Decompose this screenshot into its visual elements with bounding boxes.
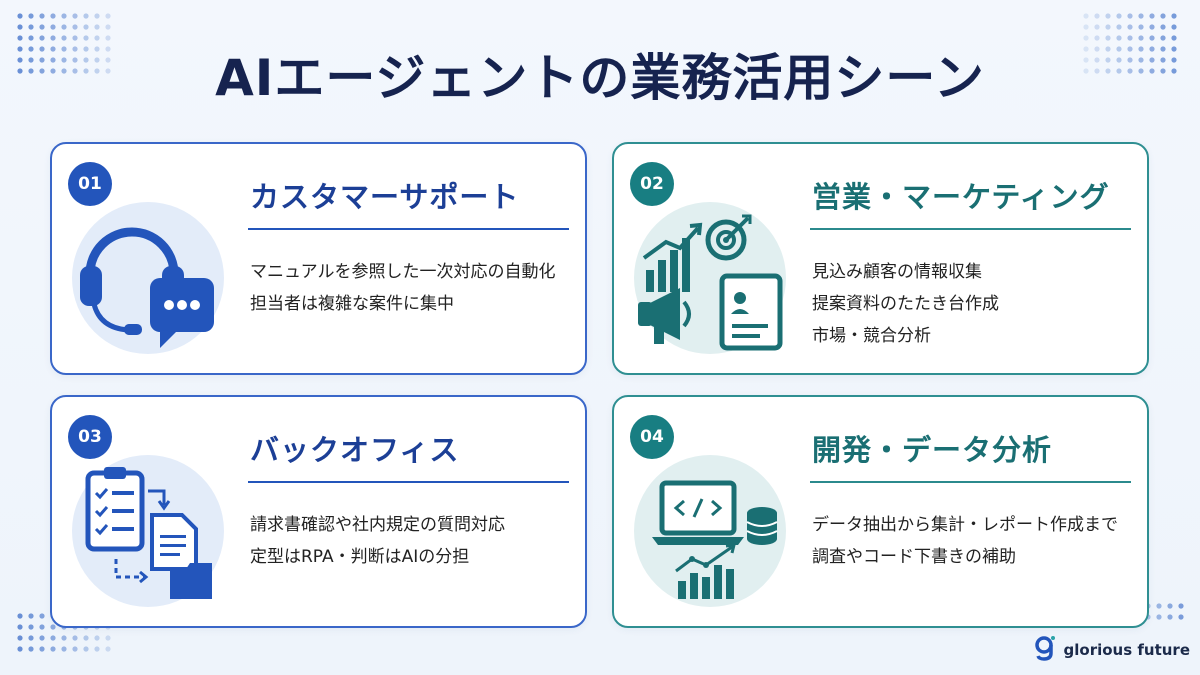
- divider: [810, 481, 1131, 483]
- card-line: 担当者は複雑な案件に集中: [250, 294, 454, 314]
- card-title: バックオフィス: [250, 433, 460, 467]
- card-line: 調査やコード下書きの補助: [812, 547, 1016, 567]
- dot-pattern-top-left: [14, 10, 124, 90]
- card-title: カスタマーサポート: [250, 180, 520, 214]
- card-dev-data-analysis: 04 開発・データ分析 データ: [612, 395, 1149, 628]
- card-sales-marketing: 02 営業・マーケティ: [612, 142, 1149, 375]
- card-number-badge: 04: [630, 415, 674, 459]
- brand-mark-icon: [1034, 635, 1056, 665]
- code-data-icon: [626, 445, 796, 619]
- card-number-badge: 01: [68, 162, 112, 206]
- marketing-icon: [626, 192, 796, 366]
- headset-chat-icon: [64, 192, 234, 366]
- card-line: データ抽出から集計・レポート作成まで: [812, 515, 1118, 535]
- brand-logo: glorious future: [1034, 635, 1190, 665]
- checklist-docs-icon: [64, 445, 234, 619]
- divider: [248, 481, 569, 483]
- card-number-badge: 03: [68, 415, 112, 459]
- card-title: 営業・マーケティング: [812, 180, 1110, 214]
- dot-pattern-top-right: [1080, 10, 1190, 90]
- card-line: 市場・競合分析: [812, 326, 931, 346]
- divider: [810, 228, 1131, 230]
- card-line: 定型はRPA・判断はAIの分担: [250, 547, 470, 567]
- card-body: マニュアルを参照した一次対応の自動化 担当者は複雑な案件に集中: [250, 256, 556, 320]
- card-line: 提案資料のたたき台作成: [812, 294, 999, 314]
- card-line: マニュアルを参照した一次対応の自動化: [250, 262, 556, 282]
- card-customer-support: 01 カスタマーサポート マニュアルを参照した一次対応の自動化 担当者は複雑な案…: [50, 142, 587, 375]
- divider: [248, 228, 569, 230]
- card-body: 請求書確認や社内規定の質問対応 定型はRPA・判断はAIの分担: [250, 509, 505, 573]
- card-back-office: 03 バックオフィス 請求書確: [50, 395, 587, 628]
- brand-name: glorious future: [1063, 641, 1190, 659]
- card-number-badge: 02: [630, 162, 674, 206]
- card-body: 見込み顧客の情報収集 提案資料のたたき台作成 市場・競合分析: [812, 256, 999, 352]
- page-title: AIエージェントの業務活用シーン: [215, 49, 985, 107]
- card-body: データ抽出から集計・レポート作成まで 調査やコード下書きの補助: [812, 509, 1118, 573]
- card-line: 請求書確認や社内規定の質問対応: [250, 515, 505, 535]
- card-line: 見込み顧客の情報収集: [812, 262, 982, 282]
- card-title: 開発・データ分析: [812, 433, 1053, 467]
